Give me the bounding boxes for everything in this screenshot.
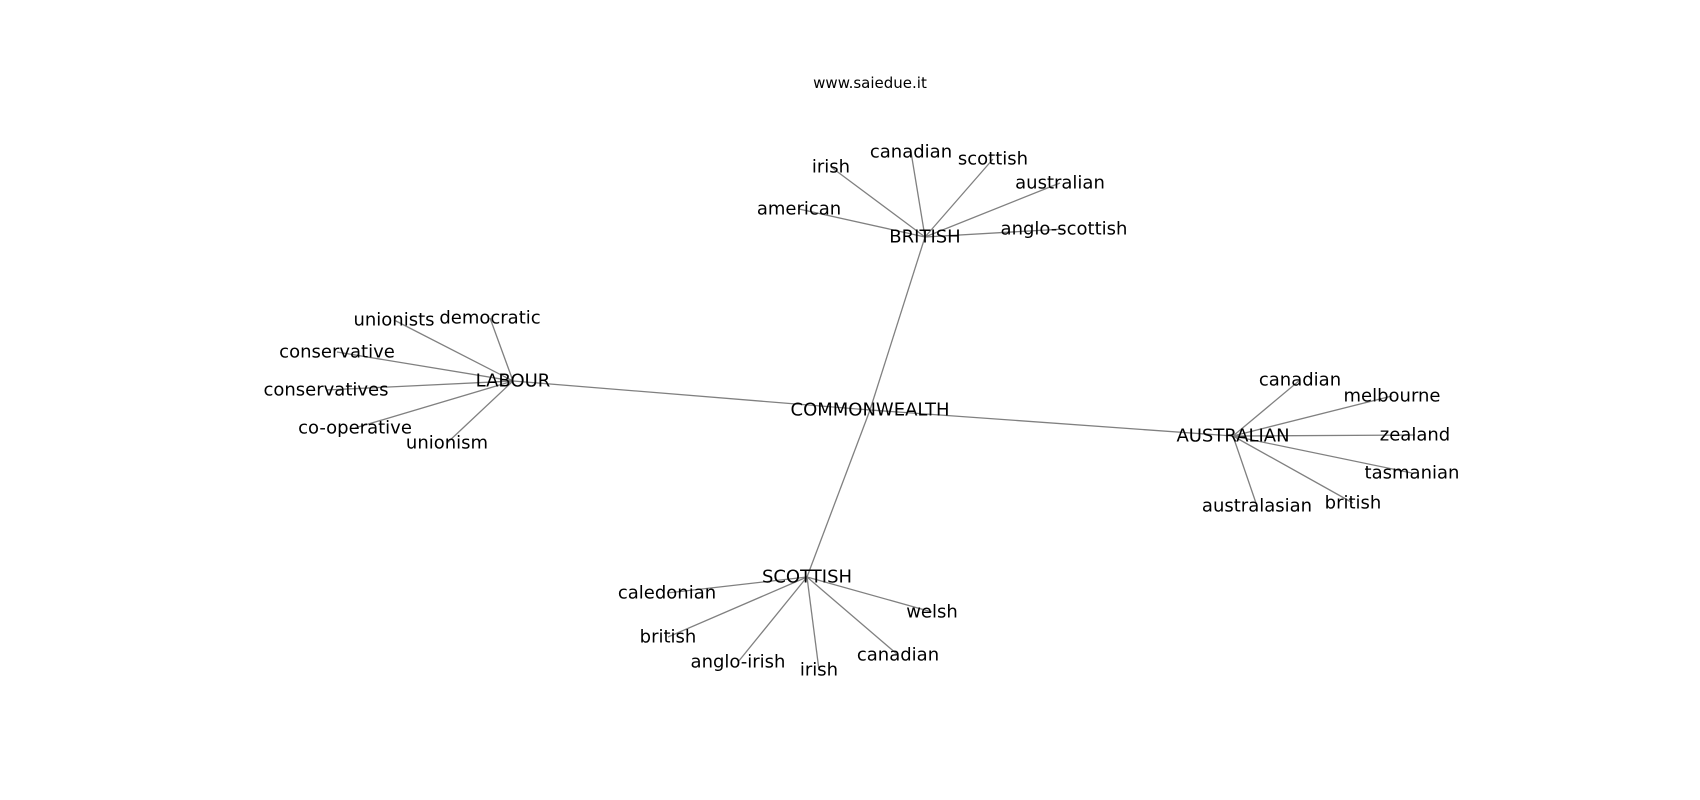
leaf-node-label-australian-melbourne: melbourne bbox=[1343, 386, 1440, 407]
edge-center-british bbox=[869, 236, 926, 411]
leaf-node-label-british-canadian: canadian bbox=[870, 142, 952, 163]
watermark-text: www.saiedue.it bbox=[813, 74, 927, 92]
edge-scottish-caledonian bbox=[666, 576, 808, 594]
edge-british-american bbox=[798, 208, 926, 238]
edge-australian-canadian bbox=[1232, 379, 1301, 437]
center-node-label: COMMONWEALTH bbox=[791, 400, 950, 421]
leaf-node-label-labour-conservative: conservative bbox=[279, 342, 395, 363]
leaf-node-label-british-irish: irish bbox=[812, 157, 850, 178]
leaf-node-label-scottish-caledonian: caledonian bbox=[618, 583, 716, 604]
edge-australian-australasian bbox=[1232, 435, 1258, 507]
leaf-node-label-british-australian: australian bbox=[1015, 173, 1105, 194]
leaf-node-label-british-scottish: scottish bbox=[958, 149, 1028, 170]
edge-labour-unionists bbox=[393, 319, 514, 382]
edge-labour-conservative bbox=[336, 351, 514, 382]
edge-center-scottish bbox=[806, 409, 871, 578]
leaf-node-label-british-american: american bbox=[757, 199, 841, 220]
leaf-node-label-labour-co-operative: co-operative bbox=[298, 418, 412, 439]
leaf-node-label-scottish-irish: irish bbox=[800, 660, 838, 681]
edge-british-canadian bbox=[910, 151, 926, 238]
edge-scottish-irish bbox=[806, 576, 820, 671]
edge-scottish-british bbox=[667, 576, 808, 638]
edge-scottish-welsh bbox=[806, 576, 933, 613]
edge-center-australian bbox=[869, 409, 1234, 437]
hub-node-label-british: BRITISH bbox=[889, 227, 960, 248]
leaf-node-label-australian-tasmanian: tasmanian bbox=[1365, 463, 1460, 484]
leaf-node-label-australian-australasian: australasian bbox=[1202, 496, 1312, 517]
leaf-node-label-labour-conservatives: conservatives bbox=[263, 380, 388, 401]
edge-australian-melbourne bbox=[1232, 395, 1393, 437]
hub-node-label-scottish: SCOTTISH bbox=[762, 567, 852, 588]
edge-australian-british bbox=[1232, 435, 1354, 504]
edge-labour-conservatives bbox=[325, 380, 514, 391]
label-layer: COMMONWEALTH BRITISH irish canadian scottish… bbox=[263, 142, 1459, 681]
leaf-node-label-british-anglo-scottish: anglo-scottish bbox=[1001, 219, 1128, 240]
leaf-node-label-scottish-canadian: canadian bbox=[857, 645, 939, 666]
leaf-node-label-scottish-anglo-irish: anglo-irish bbox=[691, 652, 786, 673]
leaf-node-label-labour-unionism: unionism bbox=[406, 433, 488, 454]
edge-british-irish bbox=[830, 166, 926, 238]
hub-node-label-labour: LABOUR bbox=[476, 371, 551, 392]
edge-australian-tasmanian bbox=[1232, 435, 1413, 474]
leaf-node-label-australian-zealand: zealand bbox=[1380, 425, 1450, 446]
leaf-node-label-scottish-welsh: welsh bbox=[906, 602, 958, 623]
edge-labour-co-operative bbox=[354, 380, 514, 429]
edge-labour-democratic bbox=[489, 317, 514, 382]
leaf-node-label-australian-british: british bbox=[1325, 493, 1382, 514]
edge-layer bbox=[325, 151, 1416, 671]
leaf-node-label-labour-democratic: democratic bbox=[439, 308, 540, 329]
edge-labour-unionism bbox=[446, 380, 514, 444]
edge-british-anglo-scottish bbox=[924, 228, 1065, 238]
leaf-node-label-scottish-british: british bbox=[640, 627, 697, 648]
hub-node-label-australian: AUSTRALIAN bbox=[1176, 426, 1289, 447]
leaf-node-label-labour-unionists: unionists bbox=[353, 310, 434, 331]
edge-australian-zealand bbox=[1232, 434, 1416, 437]
leaf-node-label-australian-canadian: canadian bbox=[1259, 370, 1341, 391]
edge-british-scottish bbox=[924, 158, 994, 238]
edge-center-labour bbox=[512, 380, 871, 411]
edge-scottish-canadian bbox=[806, 576, 899, 656]
edge-british-australian bbox=[924, 182, 1061, 238]
edge-scottish-anglo-irish bbox=[737, 576, 808, 663]
